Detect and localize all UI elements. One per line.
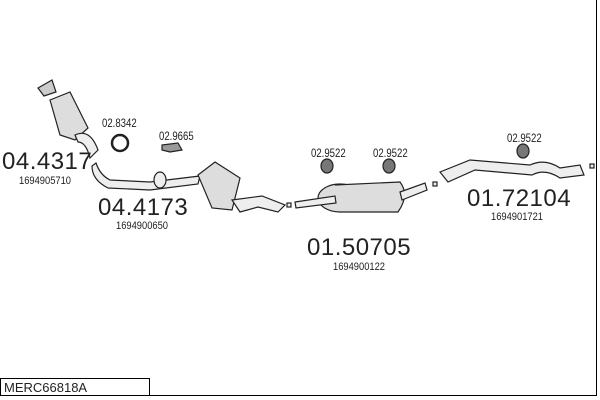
rear-silencer: [294, 181, 438, 213]
part-number[interactable]: 04.4317: [2, 148, 93, 175]
part-number[interactable]: 01.50705: [307, 234, 412, 261]
catalytic-converter-middle: [197, 161, 292, 213]
accessory-label[interactable]: 02.9522: [507, 131, 542, 145]
diagram-code: MERC66818A: [0, 378, 150, 396]
rubber-mount-accessories: [320, 143, 530, 174]
oem-number: 1694900650: [116, 220, 169, 232]
accessory-label[interactable]: 02.9522: [311, 146, 346, 160]
hanger-accessory: [161, 142, 183, 153]
accessory-label[interactable]: 02.9665: [159, 129, 194, 143]
part-number[interactable]: 04.4173: [98, 194, 189, 221]
oem-number: 1694901721: [491, 211, 544, 223]
accessory-label[interactable]: 02.9522: [373, 146, 408, 160]
catalytic-converter-front: [37, 79, 99, 160]
part-number[interactable]: 01.72104: [467, 185, 572, 212]
front-pipe: [91, 162, 201, 191]
accessory-label[interactable]: 02.8342: [102, 116, 137, 130]
oem-number: 1694900122: [333, 261, 386, 273]
rear-pipe: [439, 159, 595, 183]
clamp-accessory: [110, 133, 130, 153]
oem-number: 1694905710: [19, 175, 72, 187]
